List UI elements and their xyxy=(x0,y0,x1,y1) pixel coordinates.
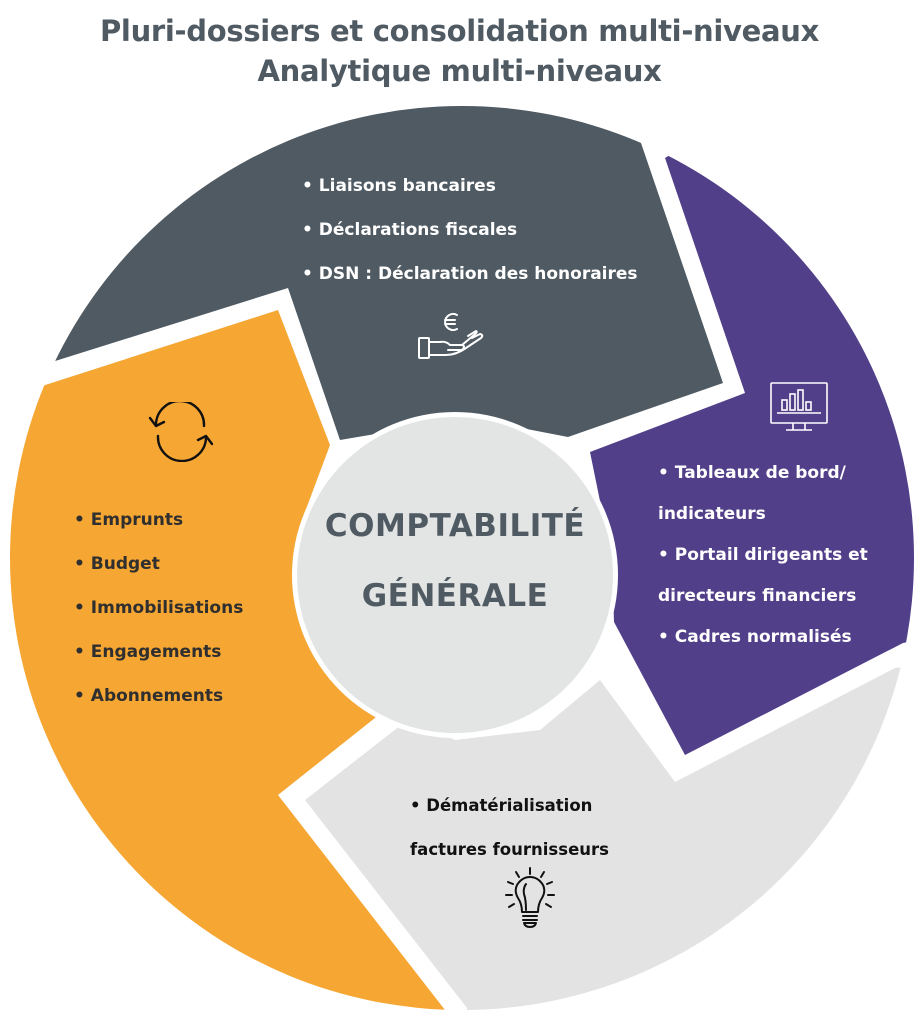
list-item: • Dématérialisation xyxy=(410,796,593,815)
light-gray-list: • Dématérialisation factures fournisseur… xyxy=(410,795,609,883)
list-item: indicateurs xyxy=(658,504,766,524)
list-item: • Engagements xyxy=(74,642,222,662)
center-title-line-2: GÉNÉRALE xyxy=(361,578,549,614)
list-item: • Tableaux de bord/ xyxy=(658,463,846,483)
dark-gray-list: • Liaisons bancaires • Déclarations fisc… xyxy=(302,175,638,307)
list-item: • Emprunts xyxy=(74,510,184,530)
purple-list: • Tableaux de bord/ indicateurs • Portai… xyxy=(658,462,868,667)
list-item: • Abonnements xyxy=(74,686,224,706)
lightbulb-icon xyxy=(505,867,555,928)
list-item: • Cadres normalisés xyxy=(658,627,852,647)
center-title-line-1: COMPTABILITÉ xyxy=(324,508,586,544)
list-item: • Immobilisations xyxy=(74,598,244,618)
title-line-1: Pluri-dossiers et consolidation multi-ni… xyxy=(99,14,820,48)
list-item: • DSN : Déclaration des honoraires xyxy=(302,264,638,284)
list-item: • Déclarations fiscales xyxy=(302,220,518,240)
list-item: factures fournisseurs xyxy=(410,840,609,859)
list-item: • Liaisons bancaires xyxy=(302,176,496,196)
orange-list: • Emprunts • Budget • Immobilisations • … xyxy=(74,509,243,729)
list-item: • Portail dirigeants et xyxy=(658,545,868,565)
monitor-chart-icon xyxy=(770,382,828,431)
list-item: directeurs financiers xyxy=(658,586,857,606)
euro-hand-icon xyxy=(418,313,484,359)
title-line-2: Analytique multi-niveaux xyxy=(257,54,662,88)
refresh-cycle-icon xyxy=(148,402,214,462)
list-item: • Budget xyxy=(74,554,160,574)
